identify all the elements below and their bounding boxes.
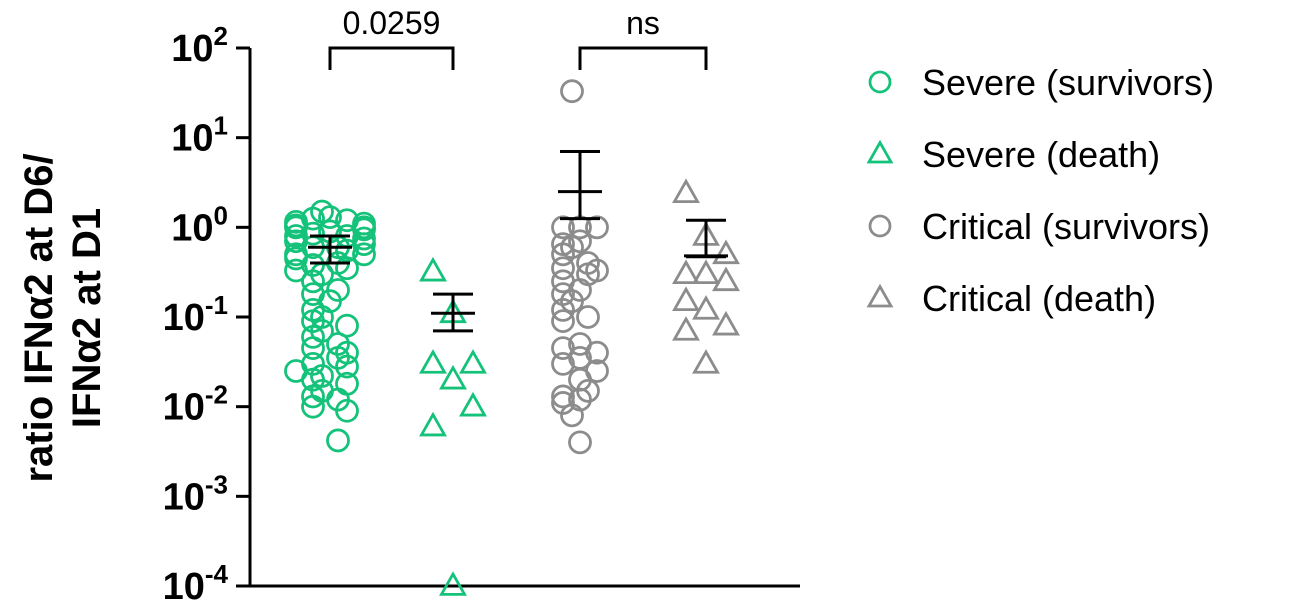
y-tick-label: 10-1 — [163, 290, 228, 339]
significance-bracket — [578, 46, 708, 70]
data-point — [419, 256, 447, 282]
data-point — [419, 411, 447, 437]
data-point — [551, 309, 575, 334]
data-point — [551, 351, 575, 376]
data-point — [419, 349, 447, 374]
y-tick-label-exponent: -2 — [205, 380, 228, 410]
data-point — [672, 178, 700, 204]
data-point — [551, 256, 575, 281]
data-point — [585, 215, 609, 240]
y-axis-title-line: ratio IFNα2 at D6/ — [17, 153, 61, 482]
data-point — [576, 305, 600, 329]
data-point — [560, 403, 584, 428]
y-tick-label-base: 10 — [171, 28, 213, 70]
data-point — [439, 364, 467, 390]
significance-label: 0.0259 — [343, 5, 441, 41]
data-point — [692, 259, 720, 284]
y-tick-label: 10-3 — [163, 469, 228, 518]
data-point — [712, 239, 740, 265]
legend: Severe (survivors) Severe (death) Critical… — [866, 62, 1214, 319]
y-tick-label-exponent: -3 — [205, 469, 228, 499]
y-tick-label-base: 10 — [171, 207, 213, 249]
y-tick-label-base: 10 — [163, 476, 205, 518]
significance-label: ns — [626, 5, 660, 41]
legend-label: Severe (survivors) — [922, 62, 1214, 103]
data-point — [284, 229, 308, 254]
data-point — [672, 286, 700, 311]
data-point — [301, 384, 325, 409]
y-tick-label-base: 10 — [163, 297, 205, 339]
data-point — [439, 571, 467, 596]
significance-brackets: 0.0259 ns — [328, 5, 708, 70]
y-tick-label: 10-4 — [163, 559, 229, 606]
legend-marker — [868, 70, 892, 94]
legend-label: Severe (death) — [922, 134, 1160, 175]
y-tick-label-exponent: -1 — [205, 290, 228, 320]
significance-bracket — [328, 46, 455, 70]
y-tick-label-exponent: -4 — [205, 559, 229, 589]
data-point — [585, 340, 609, 365]
data-point — [352, 242, 376, 267]
data-points — [284, 79, 740, 596]
y-axis-title-line: IFNα2 at D1 — [65, 208, 109, 428]
y-tick-label-base: 10 — [163, 566, 205, 606]
y-tick-label: 102 — [171, 21, 228, 70]
data-point — [692, 349, 720, 374]
legend-label: Critical (survivors) — [922, 206, 1210, 247]
data-point — [551, 215, 575, 240]
data-point — [335, 354, 359, 379]
y-tick-label-base: 10 — [171, 118, 213, 160]
data-point — [301, 269, 325, 294]
y-axis-label: ratio IFNα2 at D6/IFNα2 at D1 — [17, 153, 109, 482]
data-point — [326, 428, 350, 453]
data-point — [284, 215, 308, 240]
data-point — [672, 259, 700, 284]
y-tick-label-exponent: 1 — [214, 111, 228, 141]
data-point — [459, 349, 487, 374]
data-point — [301, 394, 325, 419]
data-point — [672, 316, 700, 341]
data-point — [459, 391, 487, 417]
legend-marker — [866, 283, 894, 308]
y-tick-label-exponent: 2 — [214, 21, 228, 51]
data-point — [576, 378, 600, 403]
y-axis-title: ratio IFNα2 at D6/IFNα2 at D1 — [17, 153, 109, 482]
data-point — [551, 242, 575, 267]
y-tick-label: 10-2 — [163, 380, 228, 429]
data-point — [560, 79, 584, 104]
data-point — [712, 310, 740, 336]
data-point — [318, 205, 342, 230]
data-point — [692, 295, 720, 320]
legend-label: Critical (death) — [922, 278, 1156, 319]
y-tick-label: 100 — [171, 200, 228, 249]
data-point — [712, 266, 740, 292]
y-tick-label: 101 — [171, 111, 228, 160]
data-point — [335, 313, 359, 338]
data-point — [301, 324, 325, 349]
data-point — [301, 336, 325, 360]
y-tick-label-base: 10 — [163, 387, 205, 429]
y-tick-label-exponent: 0 — [214, 200, 228, 230]
data-point — [335, 256, 359, 281]
error-bars — [308, 150, 728, 333]
data-point — [284, 258, 308, 283]
data-point — [551, 298, 575, 322]
data-point — [568, 430, 592, 455]
legend-marker — [868, 214, 892, 238]
data-point — [551, 384, 575, 409]
legend-marker — [866, 139, 894, 164]
data-point — [335, 398, 359, 423]
